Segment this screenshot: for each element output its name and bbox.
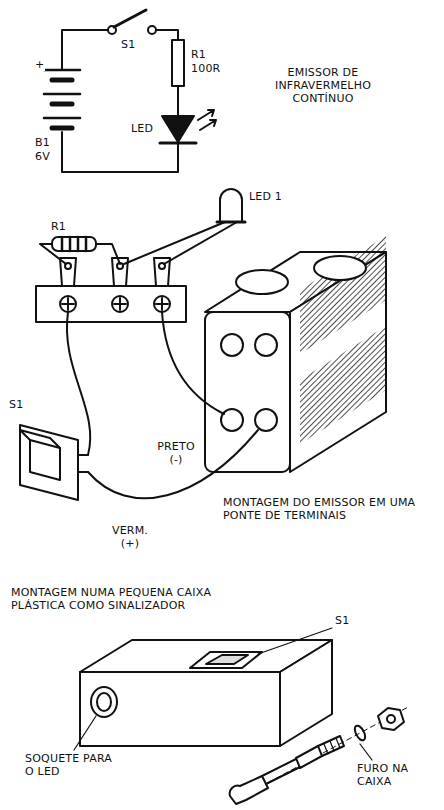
- switch-label: S1: [120, 38, 136, 51]
- resistor: [40, 237, 120, 264]
- wire-label: PRETO (-): [150, 440, 202, 466]
- switch: [20, 425, 88, 500]
- black-wire: [162, 312, 224, 414]
- part-name: B1: [34, 136, 51, 149]
- socket: [296, 736, 344, 768]
- led-symbol: [162, 116, 194, 142]
- part-name: LED: [130, 122, 154, 135]
- battery-holder: [205, 236, 386, 472]
- part-name: R1: [190, 48, 207, 61]
- wire-label: VERM. (+): [104, 524, 156, 550]
- section-caption: MONTAGEM DO EMISSOR EM UMA PONTE DE TERM…: [222, 496, 434, 522]
- resistor-symbol: [172, 40, 184, 86]
- plastic-box: [80, 640, 332, 746]
- terminal-strip: [36, 258, 186, 322]
- washer: [353, 724, 368, 742]
- callout-label: SOQUETE PARA O LED: [24, 752, 116, 778]
- section-caption: MONTAGEM NUMA PEQUENA CAIXA PLÁSTICA COM…: [10, 586, 242, 612]
- switch-label: S1: [8, 398, 24, 411]
- part-name: LED 1: [248, 190, 283, 203]
- led-socket: [91, 687, 117, 717]
- leader-line: [360, 744, 372, 760]
- red-wire: [88, 430, 258, 498]
- part-name: R1: [50, 220, 67, 233]
- part-value: 100R: [190, 62, 221, 75]
- polarity-mark: +: [34, 58, 45, 71]
- switch: [190, 652, 262, 668]
- leader-line: [74, 716, 96, 750]
- schematic: [44, 10, 216, 172]
- nut: [378, 708, 404, 730]
- led: [124, 189, 245, 264]
- wire: [67, 312, 90, 455]
- switch-label: S1: [334, 614, 350, 627]
- exploded-led: [230, 758, 302, 804]
- title-note: EMISSOR DE INFRAVERMELHO CONTÍNUO: [262, 66, 384, 105]
- callout-label: FURO NA CAIXA: [356, 762, 428, 788]
- leader-line: [258, 628, 332, 654]
- battery-symbol: [44, 70, 80, 128]
- part-value: 6V: [34, 150, 51, 163]
